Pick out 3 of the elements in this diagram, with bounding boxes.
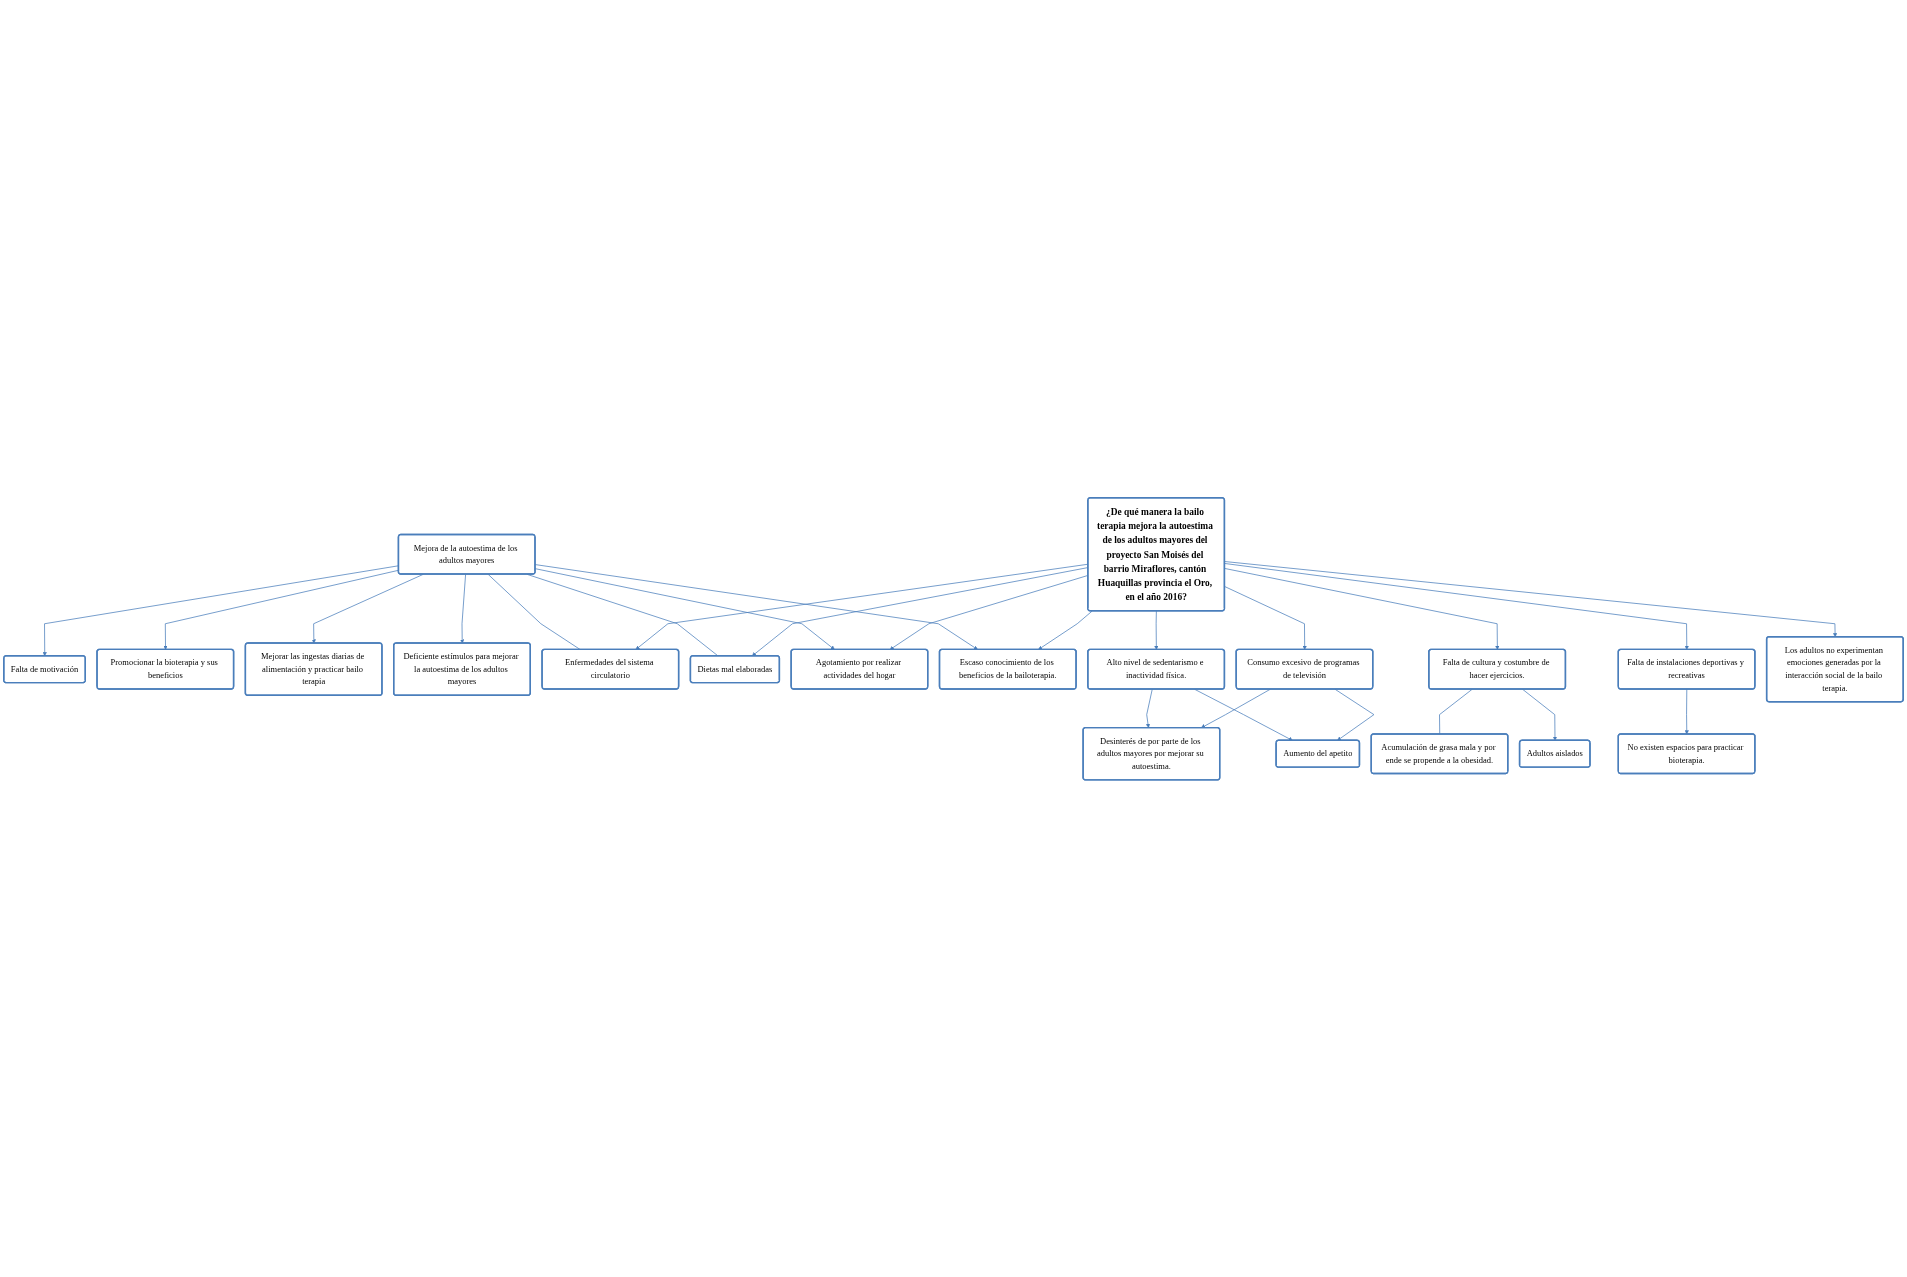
connector — [487, 573, 581, 650]
connector — [1439, 688, 1473, 735]
connector — [526, 573, 719, 657]
